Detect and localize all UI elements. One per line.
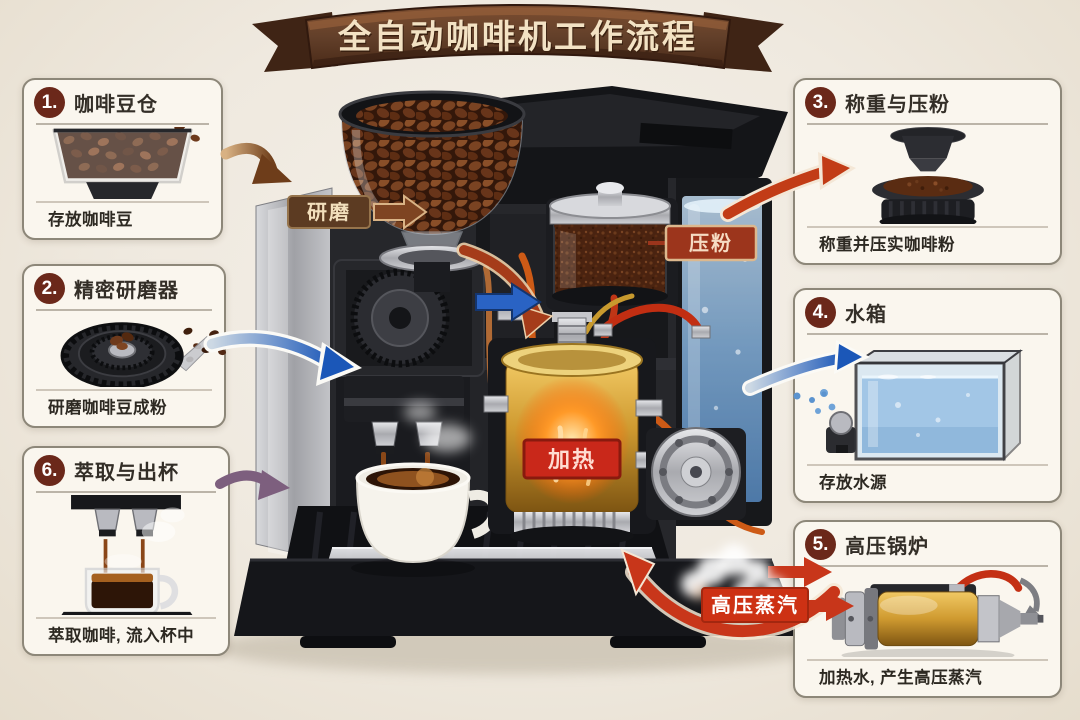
step-title: 萃取与出杯 xyxy=(74,462,179,484)
divider xyxy=(807,464,1048,466)
step-number-badge: 3. xyxy=(805,87,836,118)
step-caption: 存放水源 xyxy=(819,474,887,492)
callout-bean-hopper: 1. 咖啡豆仓 存放咖啡豆 xyxy=(22,78,223,240)
callout-water-tank: 4. 水箱 存放水源 xyxy=(793,288,1062,503)
step-caption: 加热水, 产生高压蒸汽 xyxy=(819,669,983,687)
step-caption: 称重并压实咖啡粉 xyxy=(819,236,955,254)
step-number-badge: 6. xyxy=(34,455,65,486)
step-title: 称重与压粉 xyxy=(845,94,950,116)
svg-text:研磨: 研磨 xyxy=(307,200,351,224)
bean-bin-art xyxy=(34,127,211,199)
steam-wisp xyxy=(404,402,436,422)
divider xyxy=(807,333,1048,335)
espresso-cup xyxy=(351,402,500,577)
step-number-badge: 1. xyxy=(34,87,65,118)
tamper-art xyxy=(805,127,1050,224)
divider xyxy=(36,201,209,203)
step-title: 咖啡豆仓 xyxy=(74,94,158,116)
divider xyxy=(807,226,1048,228)
pipe-fitting xyxy=(691,325,711,339)
step-caption: 存放咖啡豆 xyxy=(48,211,133,229)
boiler-art xyxy=(805,569,1050,657)
callout-boiler: 5. 高压锅炉 加热水, 产 xyxy=(793,520,1062,698)
step-title: 精密研磨器 xyxy=(74,280,179,302)
boiler xyxy=(483,312,663,546)
water-tank-art xyxy=(805,337,1050,462)
grinder-unit xyxy=(333,259,485,377)
step-title: 水箱 xyxy=(845,304,887,326)
step-caption: 萃取咖啡, 流入杯中 xyxy=(48,627,195,645)
divider xyxy=(36,123,209,125)
callout-extraction: 6. 萃取与出杯 萃取咖啡, 流入杯中 xyxy=(22,446,230,656)
extraction-art xyxy=(34,495,218,615)
divider xyxy=(36,389,212,391)
steam-wisp xyxy=(423,424,471,452)
step-caption: 研磨咖啡豆成粉 xyxy=(48,399,167,417)
pump xyxy=(646,427,746,520)
divider xyxy=(36,309,212,311)
callout-weigh-tamp: 3. 称重与压粉 称重并压实咖啡粉 xyxy=(793,78,1062,265)
svg-text:加热: 加热 xyxy=(547,447,596,472)
step-title: 高压锅炉 xyxy=(845,536,929,558)
beans xyxy=(63,132,178,173)
divider xyxy=(807,659,1048,661)
svg-text:全自动咖啡机工作流程: 全自动咖啡机工作流程 xyxy=(338,20,699,57)
water-flow-arrow xyxy=(475,282,542,322)
svg-text:压粉: 压粉 xyxy=(689,231,733,255)
divider xyxy=(807,565,1048,567)
step-number-badge: 4. xyxy=(805,297,836,328)
burr-grinder-art xyxy=(34,313,214,387)
step-number-badge: 2. xyxy=(34,273,65,304)
side-panel xyxy=(255,187,333,563)
tamp-label-badge: 压粉 xyxy=(648,224,758,262)
divider xyxy=(36,491,216,493)
grind-label-badge: 研磨 xyxy=(287,194,428,230)
pipe-fitting xyxy=(593,323,613,337)
step-number-badge: 5. xyxy=(805,529,836,560)
title-banner: 全自动咖啡机工作流程 全自动咖啡机工作流程 xyxy=(248,0,788,84)
grounds-canister xyxy=(546,182,678,310)
callout-grinder: 2. 精密研磨器 研磨咖啡豆成粉 xyxy=(22,264,226,428)
divider xyxy=(807,123,1048,125)
banner-title-text: 全自动咖啡机工作流程 xyxy=(337,18,698,55)
divider xyxy=(36,617,216,619)
heat-label-badge: 加热 xyxy=(522,438,622,480)
